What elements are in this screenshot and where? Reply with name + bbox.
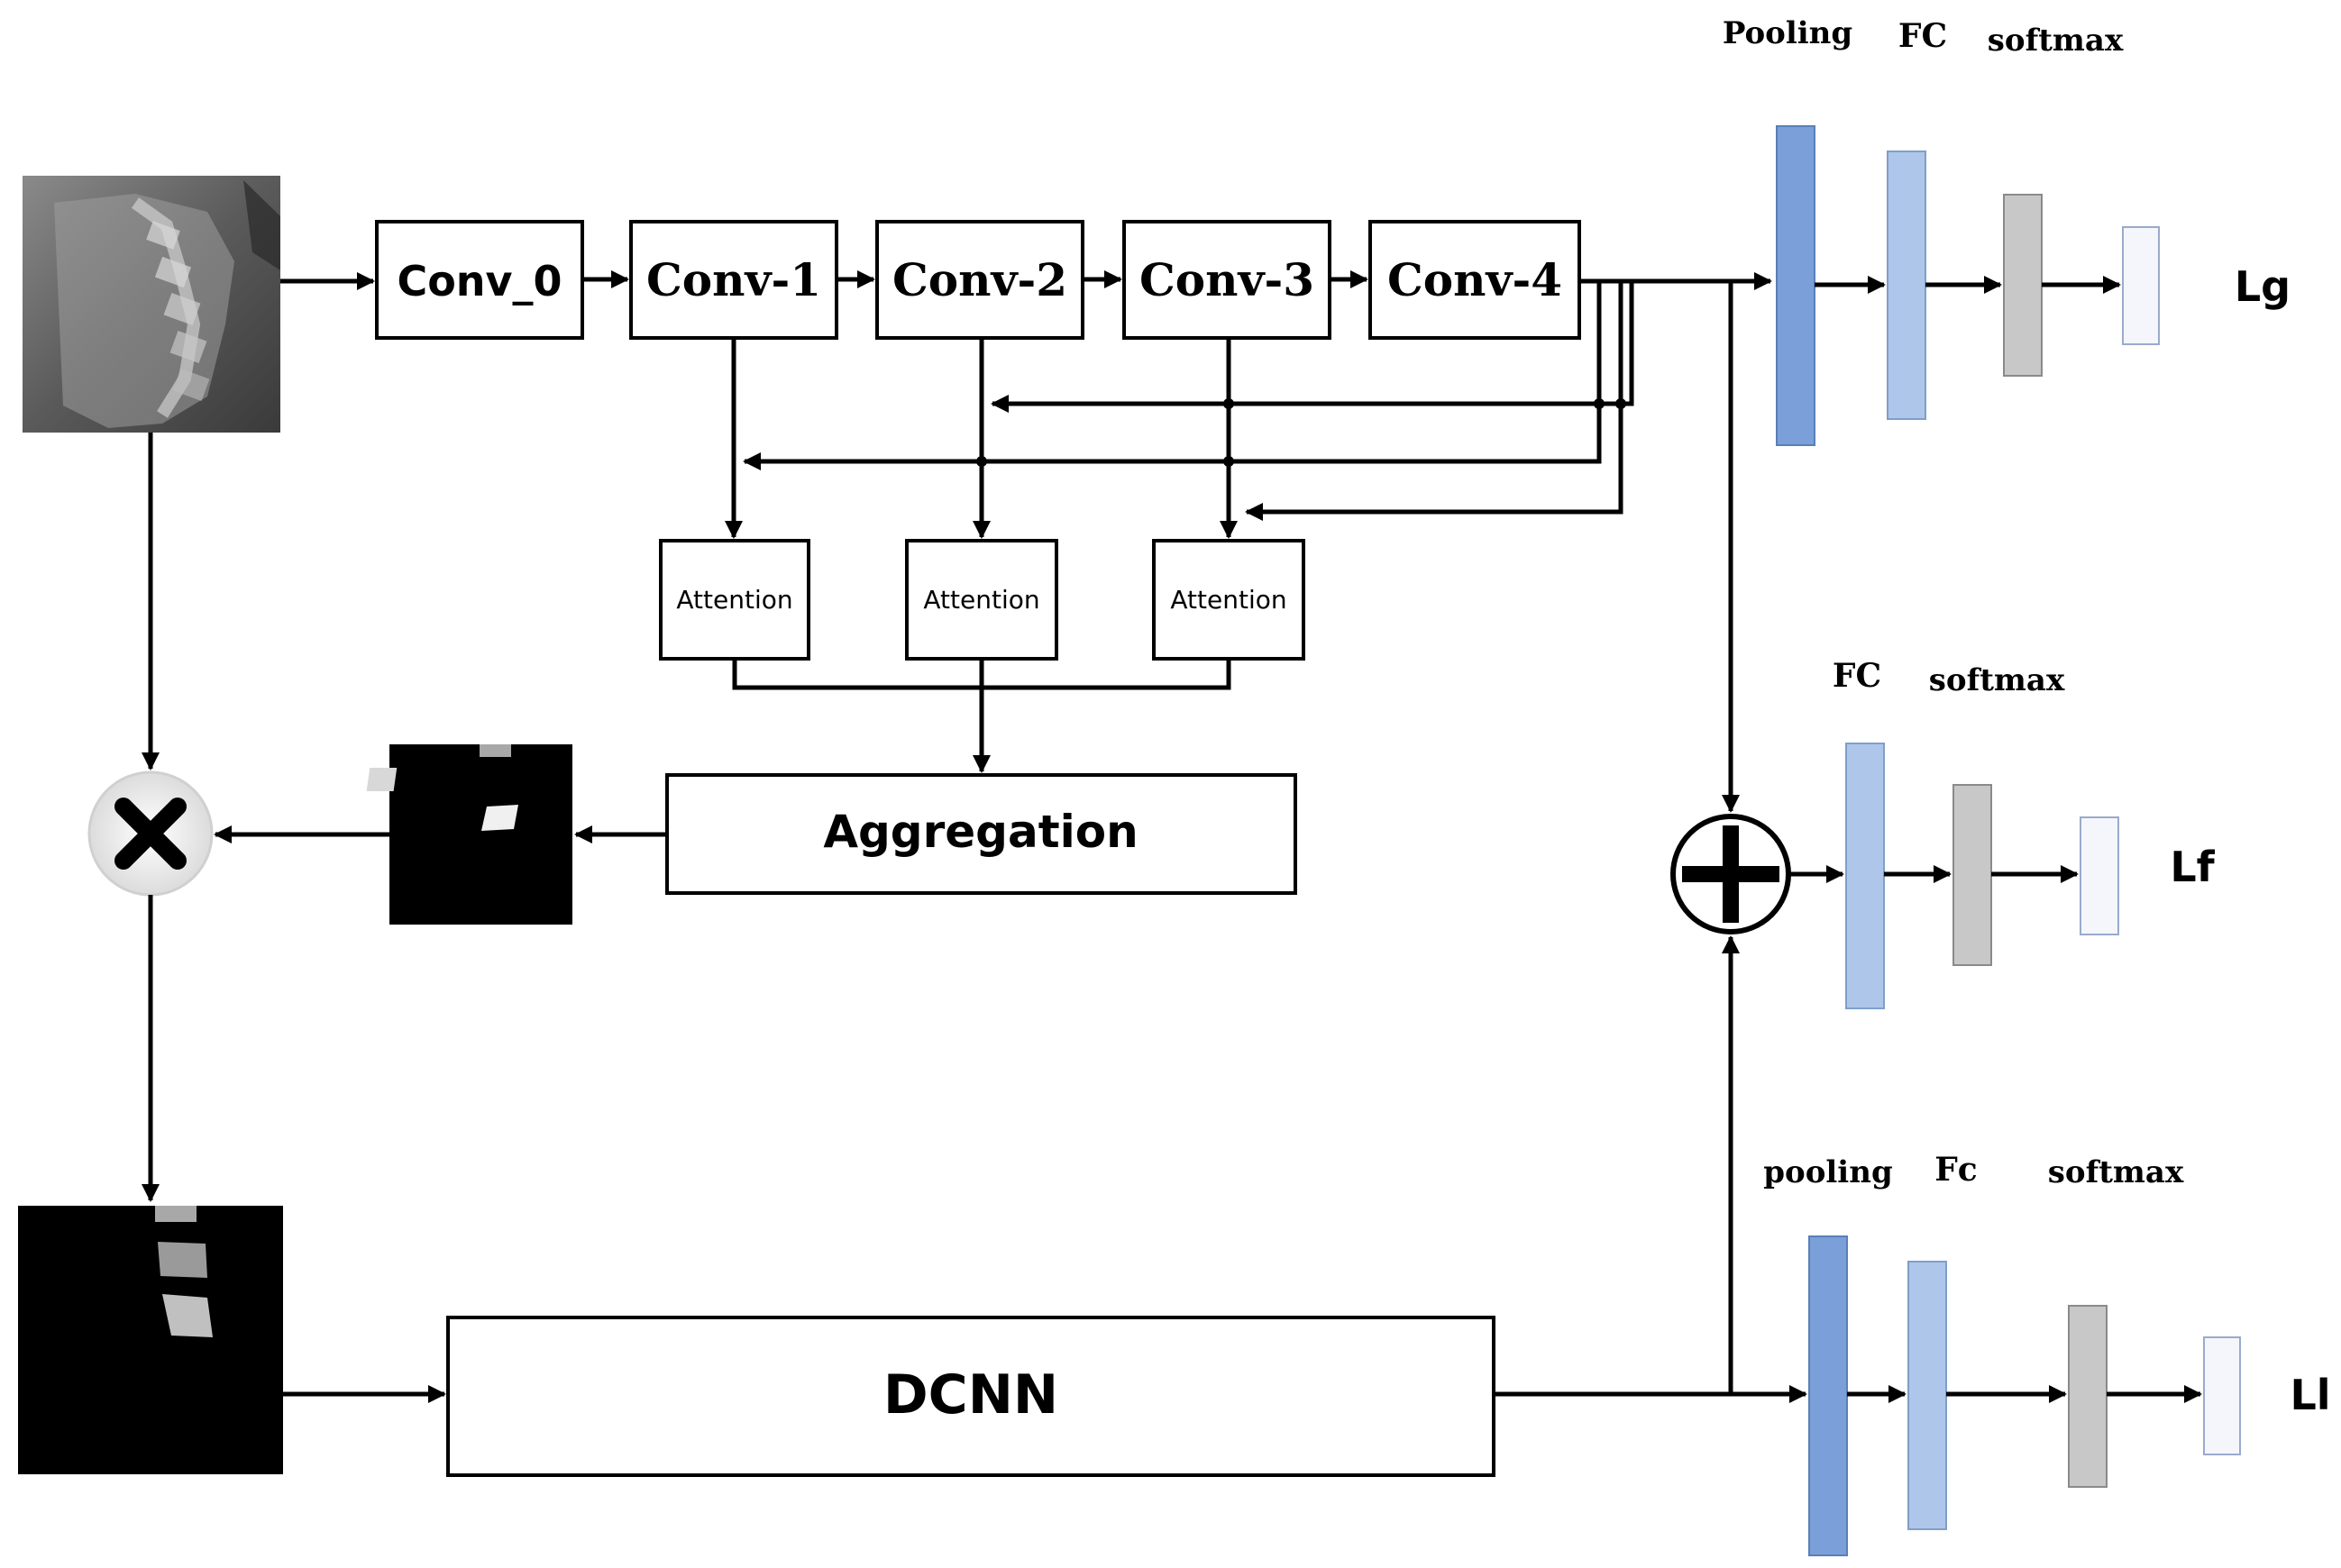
fusion-loss-label: Lf	[2170, 843, 2215, 891]
conv-4-label: Conv-4	[1387, 253, 1562, 306]
conv-1-block: Conv-1	[629, 220, 838, 340]
global-head: Pooling FC softmax Lg	[1723, 15, 2291, 446]
add-operator	[1670, 814, 1791, 934]
attention-mask-image	[366, 744, 572, 925]
local-pooling-layer	[1808, 1235, 1848, 1556]
conv-chain-arrows	[280, 270, 1368, 290]
fusion-softmax-label: softmax	[1929, 662, 2065, 698]
global-loss-label: Lg	[2235, 262, 2291, 311]
local-output-layer	[2203, 1336, 2241, 1455]
local-head: pooling Fc softmax Ll	[1763, 1151, 2331, 1556]
conv-0-label: Conv_0	[397, 257, 562, 305]
aggregation-label: Aggregation	[823, 806, 1138, 858]
multiply-operator	[87, 770, 214, 897]
local-loss-label: Ll	[2290, 1371, 2330, 1419]
conv-2-block: Conv-2	[875, 220, 1084, 340]
conv-3-label: Conv-3	[1139, 253, 1314, 306]
conv-0-block: Conv_0	[375, 220, 584, 340]
conv-4-block: Conv-4	[1368, 220, 1581, 340]
attention-1-block: Attention	[659, 539, 810, 661]
fusion-fc-label: FC	[1833, 657, 1881, 695]
conv-3-block: Conv-3	[1122, 220, 1331, 340]
conv-to-attention-arrows	[725, 338, 1238, 539]
conv4-output-lines	[1579, 272, 1772, 813]
global-fc-label: FC	[1898, 17, 1947, 55]
local-pooling-label: pooling	[1763, 1154, 1892, 1190]
attention-1-label: Attention	[676, 585, 792, 615]
global-pooling-layer	[1776, 125, 1815, 446]
attention-3-label: Attention	[1170, 585, 1286, 615]
fusion-output-layer	[2080, 816, 2119, 935]
dcnn-block: DCNN	[446, 1316, 1495, 1477]
global-softmax-layer	[2003, 194, 2043, 377]
aggregation-block: Aggregation	[665, 773, 1297, 895]
masked-image	[18, 1206, 283, 1474]
attention-to-aggregation-lines	[732, 659, 1231, 773]
local-softmax-label: softmax	[2048, 1154, 2184, 1190]
global-output-layer	[2122, 226, 2160, 345]
global-pooling-label: Pooling	[1723, 15, 1852, 51]
attention-3-block: Attention	[1152, 539, 1305, 661]
conv-2-label: Conv-2	[892, 253, 1067, 306]
local-fc-label: Fc	[1934, 1151, 1977, 1189]
local-fc-layer	[1907, 1261, 1947, 1530]
fusion-fc-layer	[1845, 743, 1885, 1009]
local-softmax-layer	[2068, 1305, 2108, 1488]
dcnn-output-lines	[1494, 935, 1807, 1403]
fusion-softmax-layer	[1952, 784, 1992, 966]
input-xray-image	[23, 176, 280, 433]
conv-1-label: Conv-1	[646, 253, 821, 306]
global-softmax-label: softmax	[1988, 23, 2124, 59]
fusion-head: FC softmax Lf	[1788, 657, 2216, 1009]
global-fc-layer	[1887, 150, 1926, 420]
dcnn-label: DCNN	[883, 1363, 1058, 1427]
attention-2-label: Attention	[923, 585, 1039, 615]
attention-2-block: Attention	[905, 539, 1058, 661]
